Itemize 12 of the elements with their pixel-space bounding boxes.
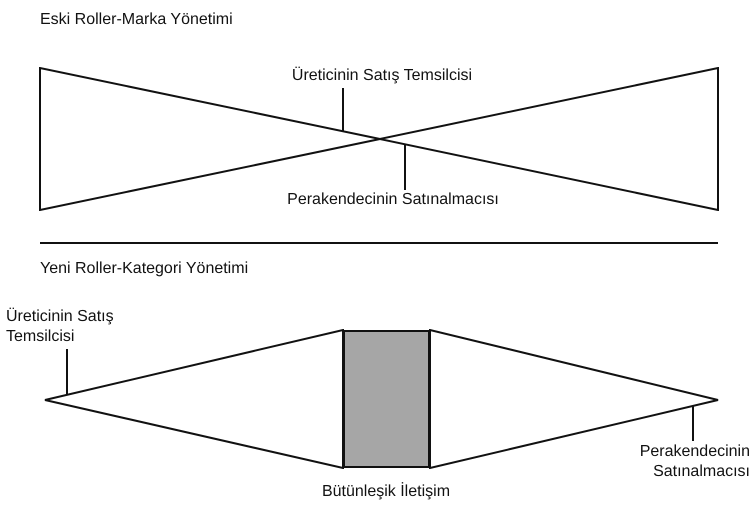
leader-line <box>692 406 694 441</box>
section-heading: Yeni Roller-Kategori Yönetimi <box>40 259 248 279</box>
callout-text: Üreticinin Satış Temsilcisi <box>6 307 131 347</box>
leader-line <box>404 144 406 190</box>
shaded-rectangle <box>343 330 430 468</box>
leader-line <box>342 88 344 132</box>
section-heading: Eski Roller-Marka Yönetimi <box>40 10 233 30</box>
leader-line <box>66 349 68 395</box>
callout-text: Perakendecinin Satınalmacısı <box>600 442 750 482</box>
callout-text: Perakendecinin Satınalmacısı <box>248 190 538 210</box>
callout-text: Üreticinin Satış Temsilcisi <box>222 66 542 86</box>
shape-caption: Bütünleşik İletişim <box>320 482 452 502</box>
